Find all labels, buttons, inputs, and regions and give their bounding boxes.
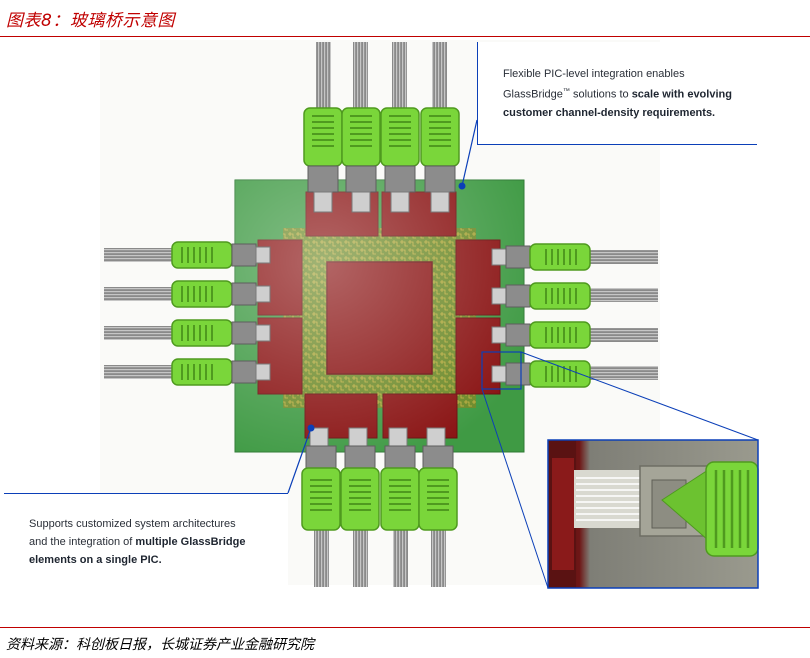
left-connectors xyxy=(171,241,271,386)
callout-left-line2-text: and the integration of xyxy=(29,536,136,548)
title-divider xyxy=(0,36,810,37)
zoom-inset xyxy=(547,439,759,589)
zoom-line-bottom xyxy=(481,388,549,589)
right-connectors xyxy=(491,243,591,388)
zoom-source-box xyxy=(481,351,522,390)
surface-highlight xyxy=(235,180,524,452)
callout-scalability: Flexible PIC-level integration enables G… xyxy=(477,42,757,145)
source-note: 资料来源：科创板日报，长城证券产业金融研究院 xyxy=(6,637,314,653)
source-divider xyxy=(0,627,810,628)
callout-left-line2: and the integration of multiple GlassBri… xyxy=(29,533,288,551)
callout-left-dot xyxy=(307,424,315,432)
left-fiber-ribbons xyxy=(104,248,180,379)
callout-top-brand: GlassBridge xyxy=(503,88,563,101)
callout-top-line3: customer channel-density requirements. xyxy=(503,106,716,119)
callout-top-line1: Flexible PIC-level integration enables xyxy=(503,68,685,80)
callout-top-line2: GlassBridge™ solutions to scale with evo… xyxy=(503,83,757,104)
trademark-symbol: ™ xyxy=(562,88,570,95)
zoom-line-top xyxy=(520,351,759,441)
callout-top-line2-bold: scale with evolving xyxy=(631,88,732,101)
figure-title: 图表8：玻璃桥示意图 xyxy=(6,11,175,31)
callout-left-leader xyxy=(287,427,312,494)
callout-top-dot xyxy=(458,182,466,190)
top-fiber-ribbons xyxy=(316,42,447,120)
callout-left-line3: elements on a single PIC. xyxy=(29,554,162,566)
callout-architecture: Supports customized system architectures… xyxy=(4,493,288,585)
callout-left-line1: Supports customized system architectures xyxy=(29,518,236,530)
callout-top-leader xyxy=(461,119,478,187)
right-fiber-ribbons xyxy=(582,250,658,380)
top-connectors xyxy=(303,107,460,213)
callout-top-line2-text: solutions to xyxy=(569,88,632,101)
bottom-connectors xyxy=(301,427,458,531)
callout-left-line2-bold: multiple GlassBridge xyxy=(135,536,246,548)
bottom-fiber-ribbons xyxy=(314,515,446,587)
